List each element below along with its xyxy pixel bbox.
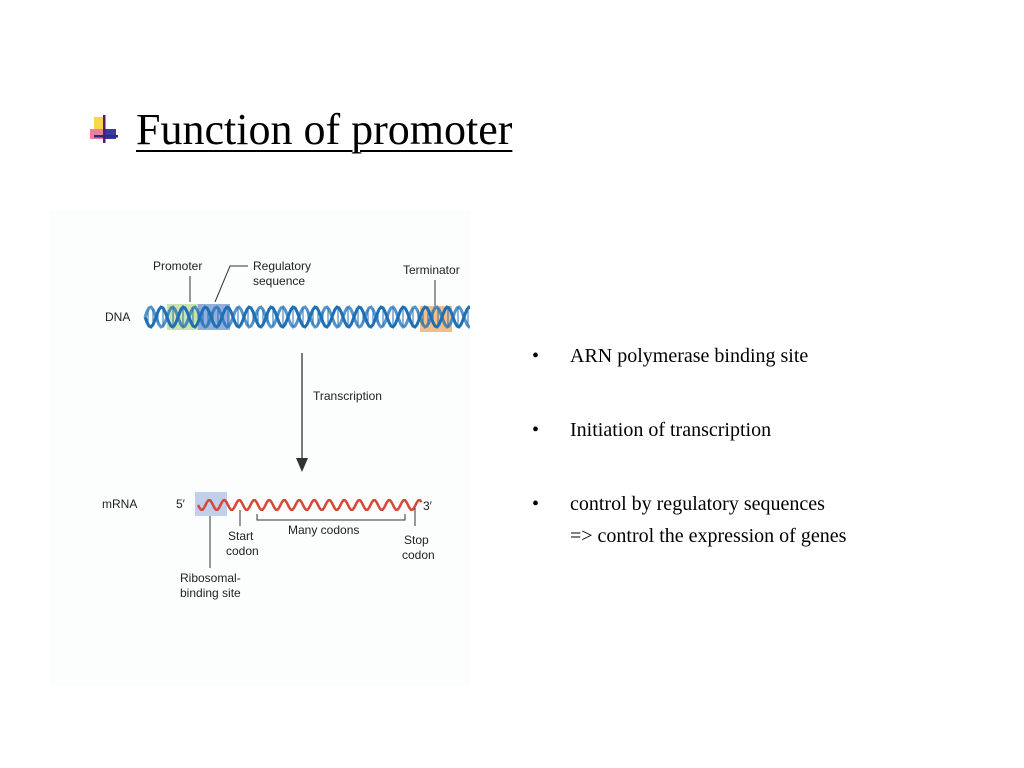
- dna-helix: [143, 305, 470, 329]
- many-codons-bracket: [256, 514, 406, 521]
- regulatory-label-line1: Regulatory: [253, 259, 311, 273]
- ribosomal-label-line1: Ribosomal-: [180, 571, 241, 585]
- stop-codon-label-line1: Stop: [404, 533, 429, 547]
- list-item: • control by regulatory sequences => con…: [532, 488, 1002, 552]
- bullet-text: Initiation of transcription: [570, 419, 772, 441]
- five-prime-label: 5′: [176, 497, 186, 511]
- gene-transcription-figure: Promoter Regulatory sequence Terminator …: [50, 210, 470, 685]
- promoter-label: Promoter: [153, 259, 202, 273]
- mrna-label: mRNA: [102, 497, 137, 511]
- transcription-arrow-head: [296, 458, 308, 472]
- bullet-list: • ARN polymerase binding site • Initiati…: [532, 340, 1002, 594]
- regulatory-leader: [214, 265, 248, 303]
- bullet-dot: •: [532, 419, 540, 441]
- terminator-label: Terminator: [403, 263, 460, 277]
- bullet-dot: •: [532, 493, 540, 515]
- bullet-dot: •: [532, 345, 540, 367]
- bullet-text: => control the expression of genes: [570, 525, 847, 547]
- bullet-text: control by regulatory sequences: [570, 493, 825, 515]
- dna-label: DNA: [105, 310, 130, 324]
- bullet-text: ARN polymerase binding site: [570, 345, 809, 367]
- ribosomal-label-line2: binding site: [180, 586, 241, 600]
- start-codon-label-line2: codon: [226, 544, 259, 558]
- slide-title-group: Function of promoter: [88, 108, 512, 152]
- background-text-texture: [50, 210, 470, 685]
- list-item: • ARN polymerase binding site: [532, 340, 1002, 372]
- transcription-label: Transcription: [313, 389, 382, 403]
- three-prime-label: 3′: [423, 499, 433, 513]
- regulatory-label-line2: sequence: [253, 274, 305, 288]
- start-codon-label-line1: Start: [228, 529, 254, 543]
- slide-bullet-cross-icon: [90, 115, 118, 143]
- many-codons-label: Many codons: [288, 523, 359, 537]
- stop-codon-label-line2: codon: [402, 548, 435, 562]
- list-item: • Initiation of transcription: [532, 414, 1002, 446]
- figure-canvas: Promoter Regulatory sequence Terminator …: [50, 210, 470, 685]
- page-title: Function of promoter: [136, 105, 513, 154]
- mrna-strand: [196, 498, 423, 512]
